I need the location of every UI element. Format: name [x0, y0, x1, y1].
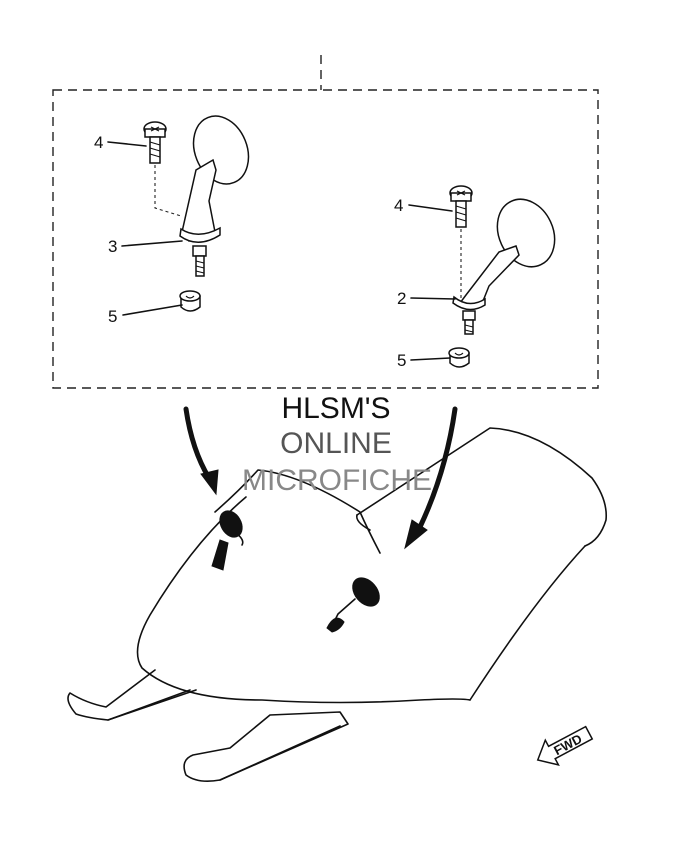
right-nut [448, 347, 470, 368]
watermark-line-1: HLSM'S [281, 392, 390, 425]
left-nut [179, 290, 201, 312]
callout-left-mirror: 3 [108, 237, 117, 256]
installed-left-mirror [211, 510, 244, 571]
callout-right-mirror: 2 [397, 289, 406, 308]
callout-right-bolt: 4 [394, 196, 403, 215]
right-mirror-assembly [448, 185, 556, 368]
callout-left-nut: 5 [108, 307, 117, 326]
assembly-arrow-left [183, 406, 219, 496]
right-mirror-stay [458, 245, 520, 307]
left-bolt [143, 121, 167, 164]
fwd-arrow-icon: FWD [536, 725, 594, 766]
left-mirror-assembly [143, 115, 250, 312]
left-mirror-stay [181, 158, 217, 242]
right-bolt [449, 185, 473, 228]
watermark-line-2: ONLINE [280, 427, 392, 460]
callout-left-bolt: 4 [94, 133, 103, 152]
snowmobile-body [67, 427, 608, 782]
installed-right-mirror [326, 577, 380, 633]
assembly-arrow-right [404, 406, 458, 550]
kit-box [52, 89, 599, 389]
callout-right-nut: 5 [397, 351, 406, 370]
watermark-line-3: MICROFICHE [242, 464, 432, 497]
fwd-label: FWD [551, 731, 584, 758]
